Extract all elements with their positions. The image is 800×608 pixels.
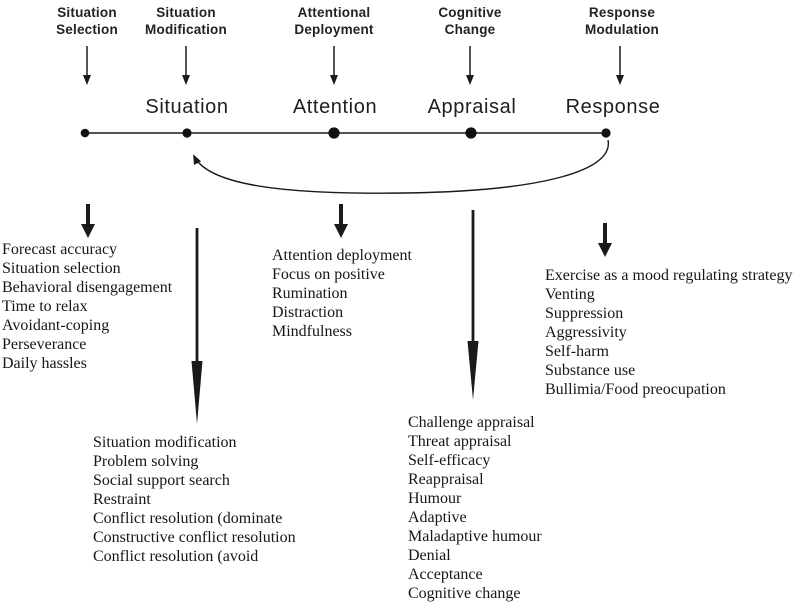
down-arrow-cognitive-change: [467, 210, 479, 400]
list-item: Time to relax: [2, 298, 88, 315]
timeline-dot-response: [601, 128, 611, 138]
list-item: Restraint: [93, 491, 151, 508]
list-item: Situation modification: [93, 434, 237, 451]
timeline-dot-attention: [328, 127, 340, 139]
list-item: Conflict resolution (dominate: [93, 510, 283, 527]
list-item: Threat appraisal: [408, 433, 512, 450]
timeline-dot-situation: [182, 128, 192, 138]
list-item: Mindfulness: [272, 323, 352, 340]
list-item: Cognitive change: [408, 585, 521, 602]
list-item: Situation selection: [2, 260, 121, 277]
list-item: Acceptance: [408, 566, 483, 583]
list-item: Aggressivity: [545, 324, 627, 341]
list-item: Exercise as a mood regulating strategy: [545, 267, 793, 284]
list-item: Humour: [408, 490, 462, 507]
list-item: Forecast accuracy: [2, 241, 118, 258]
list-item: Venting: [545, 286, 595, 303]
list-item: Denial: [408, 547, 451, 564]
list-item: Focus on positive: [272, 266, 385, 283]
stage-label-attention: Attention: [292, 96, 378, 118]
process-label-attentional-deployment: Attentional Deployment: [294, 5, 374, 37]
list-item: Reappraisal: [408, 471, 484, 488]
process-arrow-cognitive-change: [466, 46, 474, 85]
timeline-dot-appraisal: [465, 127, 477, 139]
list-item: Distraction: [272, 304, 344, 321]
process-arrow-attentional-deployment: [330, 46, 338, 85]
process-label-response-modulation: Response Modulation: [585, 5, 659, 37]
stage-label-situation: Situation: [145, 96, 229, 118]
list-item: Substance use: [545, 362, 636, 379]
list-item: Conflict resolution (avoid: [93, 548, 259, 565]
list-item: Self-efficacy: [408, 452, 491, 469]
list-item: Challenge appraisal: [408, 414, 535, 431]
list-item: Bullimia/Food preocupation: [545, 381, 726, 398]
list-item: Attention deployment: [272, 247, 412, 264]
list-item: Social support search: [93, 472, 230, 489]
list-item: Rumination: [272, 285, 348, 302]
stage-label-appraisal: Appraisal: [427, 96, 517, 118]
down-arrow-attentional-deployment: [334, 204, 348, 238]
process-arrow-response-modulation: [616, 46, 624, 85]
down-arrow-situation-modification: [191, 228, 203, 424]
list-item: Avoidant-coping: [2, 317, 110, 334]
list-item: Perseverance: [2, 336, 87, 353]
process-label-situation-modification: Situation Modification: [145, 5, 227, 37]
down-arrow-response-modulation: [598, 223, 612, 257]
list-item: Problem solving: [93, 453, 199, 470]
list-item: Behavioral disengagement: [2, 279, 173, 296]
list-item: Maladaptive humour: [408, 528, 542, 545]
list-item: Constructive conflict resolution: [93, 529, 296, 546]
stage-label-response: Response: [565, 96, 661, 118]
list-item: Suppression: [545, 305, 624, 322]
list-item: Adaptive: [408, 509, 467, 526]
feedback-arrow: [193, 139, 609, 194]
process-arrow-situation-selection: [83, 46, 91, 85]
process-arrow-situation-modification: [182, 46, 190, 85]
down-arrow-situation-selection: [81, 204, 95, 238]
timeline-dot-start: [80, 128, 90, 138]
process-label-cognitive-change: Cognitive Change: [438, 5, 502, 37]
list-item: Daily hassles: [2, 355, 87, 372]
list-item: Self-harm: [545, 343, 609, 360]
process-label-situation-selection: Situation Selection: [56, 5, 118, 37]
